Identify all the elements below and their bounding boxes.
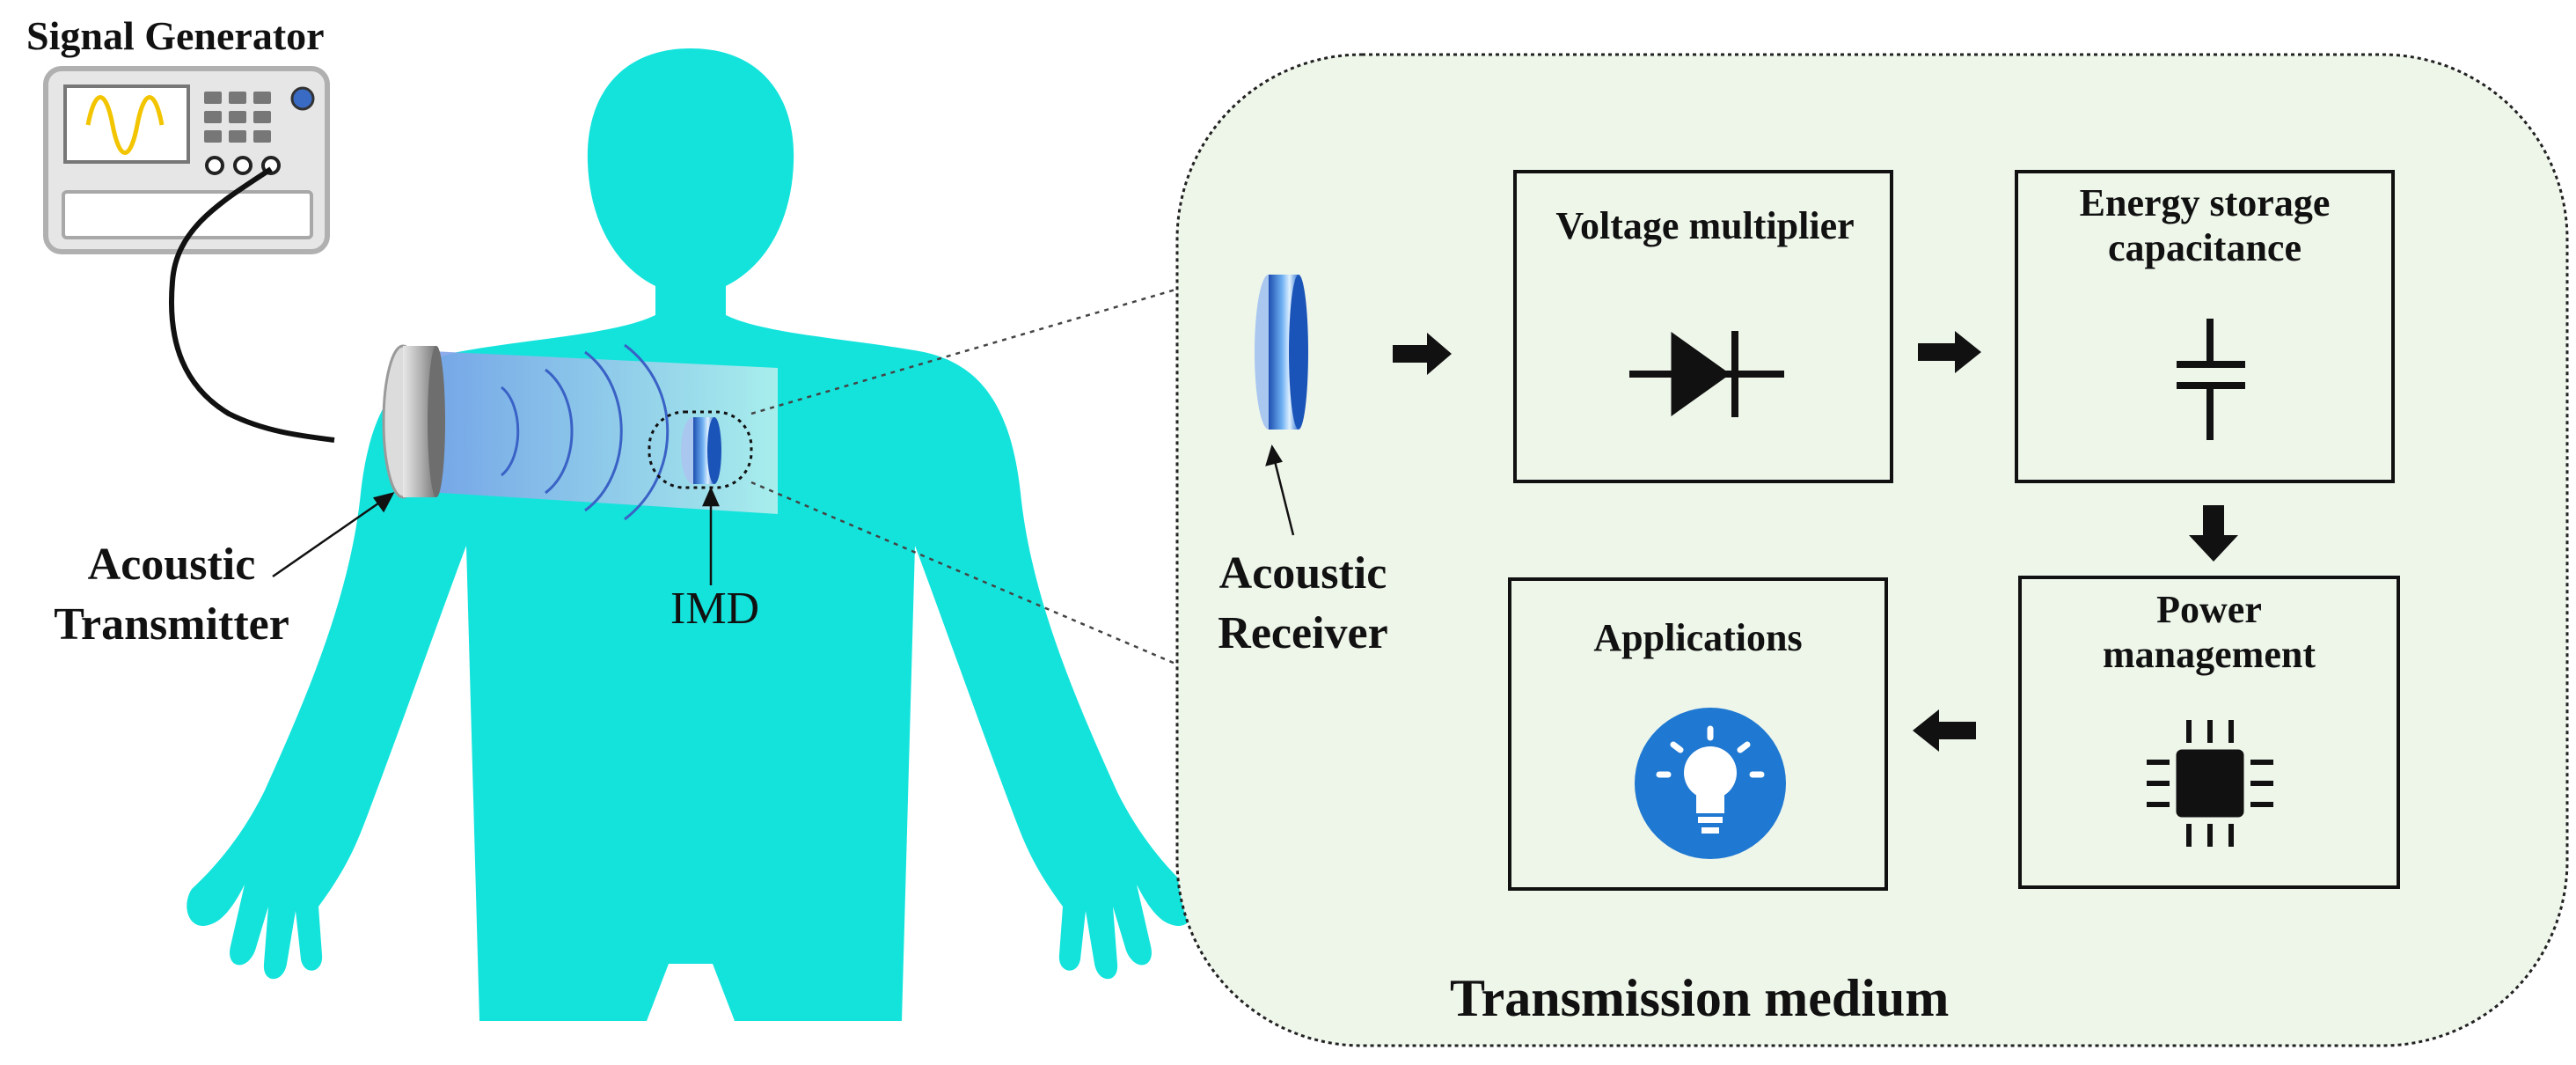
signal-generator-screen [63,84,190,164]
chip-icon [2147,720,2273,847]
voltage-multiplier-title-line1: Voltage multiplier [1555,204,1855,247]
signal-cable [169,166,335,443]
signal-generator-label: Signal Generator [26,13,325,58]
flow-arrows [1393,331,2238,752]
acoustic-beam [413,350,778,514]
acoustic-transmitter-label: Acoustic Transmitter [18,535,326,655]
applications-title-line1: Applications [1593,616,1803,659]
acoustic-receiver-device [1255,275,1308,430]
output-ports-icon [205,156,281,175]
diode-icon [1629,331,1784,417]
zoom-lines [750,284,1189,671]
acoustic-receiver-label-line2: Receiver [1218,608,1388,658]
imd-label: IMD [670,584,760,634]
imd-implant [648,410,753,489]
power-management-title-line2: management [2103,632,2316,676]
keypad-icon [204,92,271,143]
energy-storage-title-line2: capacitance [2108,225,2302,269]
capacitor-icon [2177,319,2245,440]
acoustic-transmitter-label-line2: Transmitter [54,599,289,650]
body-shape [187,48,1195,1021]
voltage-multiplier-block [1513,170,1893,483]
acoustic-transmitter-label-line1: Acoustic [87,540,256,590]
acoustic-wavefronts [501,343,670,521]
human-body-silhouette [187,48,1195,1021]
acoustic-receiver-label: Acoustic Receiver [1184,544,1422,664]
arrow-down [2189,505,2238,562]
acoustic-transmitter-device [382,344,445,499]
power-management-title-line1: Power [2156,588,2262,631]
transmission-medium-label: Transmission medium [1450,969,1950,1027]
acoustic-receiver-label-line1: Acoustic [1218,548,1387,599]
receiver-callout-arrow [1265,444,1295,536]
lightbulb-icon [1635,708,1786,859]
energy-storage-title-line1: Energy storage [2079,181,2331,224]
signal-generator-device [43,66,330,254]
applications-title: Applications [1510,616,1886,661]
energy-storage-block [2015,170,2395,483]
callout-arrows-left [272,486,720,585]
signal-generator-base-slot [62,190,313,239]
voltage-multiplier-title: Voltage multiplier [1519,204,1892,249]
arrow-right-1 [1393,333,1452,375]
waveform-icon [85,95,165,155]
power-management-title: Power management [2020,588,2398,677]
energy-storage-title: Energy storage capacitance [2016,181,2393,270]
arrow-left [1913,709,1976,752]
arrow-right-2 [1918,331,1981,373]
power-knob-icon [290,86,315,111]
